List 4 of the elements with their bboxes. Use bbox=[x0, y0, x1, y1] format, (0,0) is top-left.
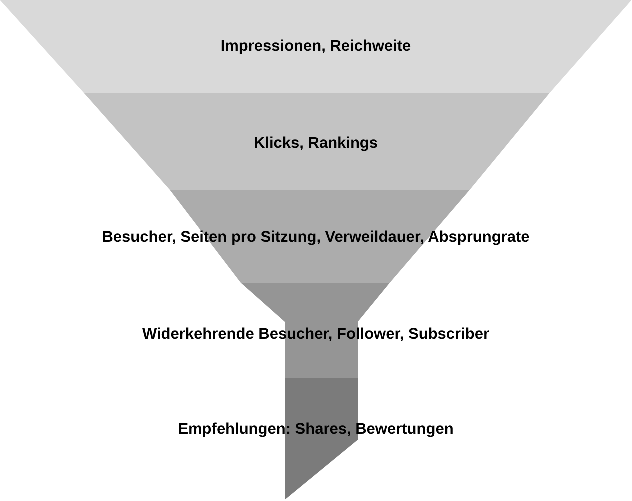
band-label: Klicks, Rankings bbox=[254, 135, 378, 153]
band-label: Impressionen, Reichweite bbox=[220, 38, 412, 56]
band-label: Empfehlungen: Shares, Bewertungen bbox=[178, 421, 454, 439]
band-label: Besucher, Seiten pro Sitzung, Verweildauer, Absprungrate bbox=[102, 229, 530, 247]
